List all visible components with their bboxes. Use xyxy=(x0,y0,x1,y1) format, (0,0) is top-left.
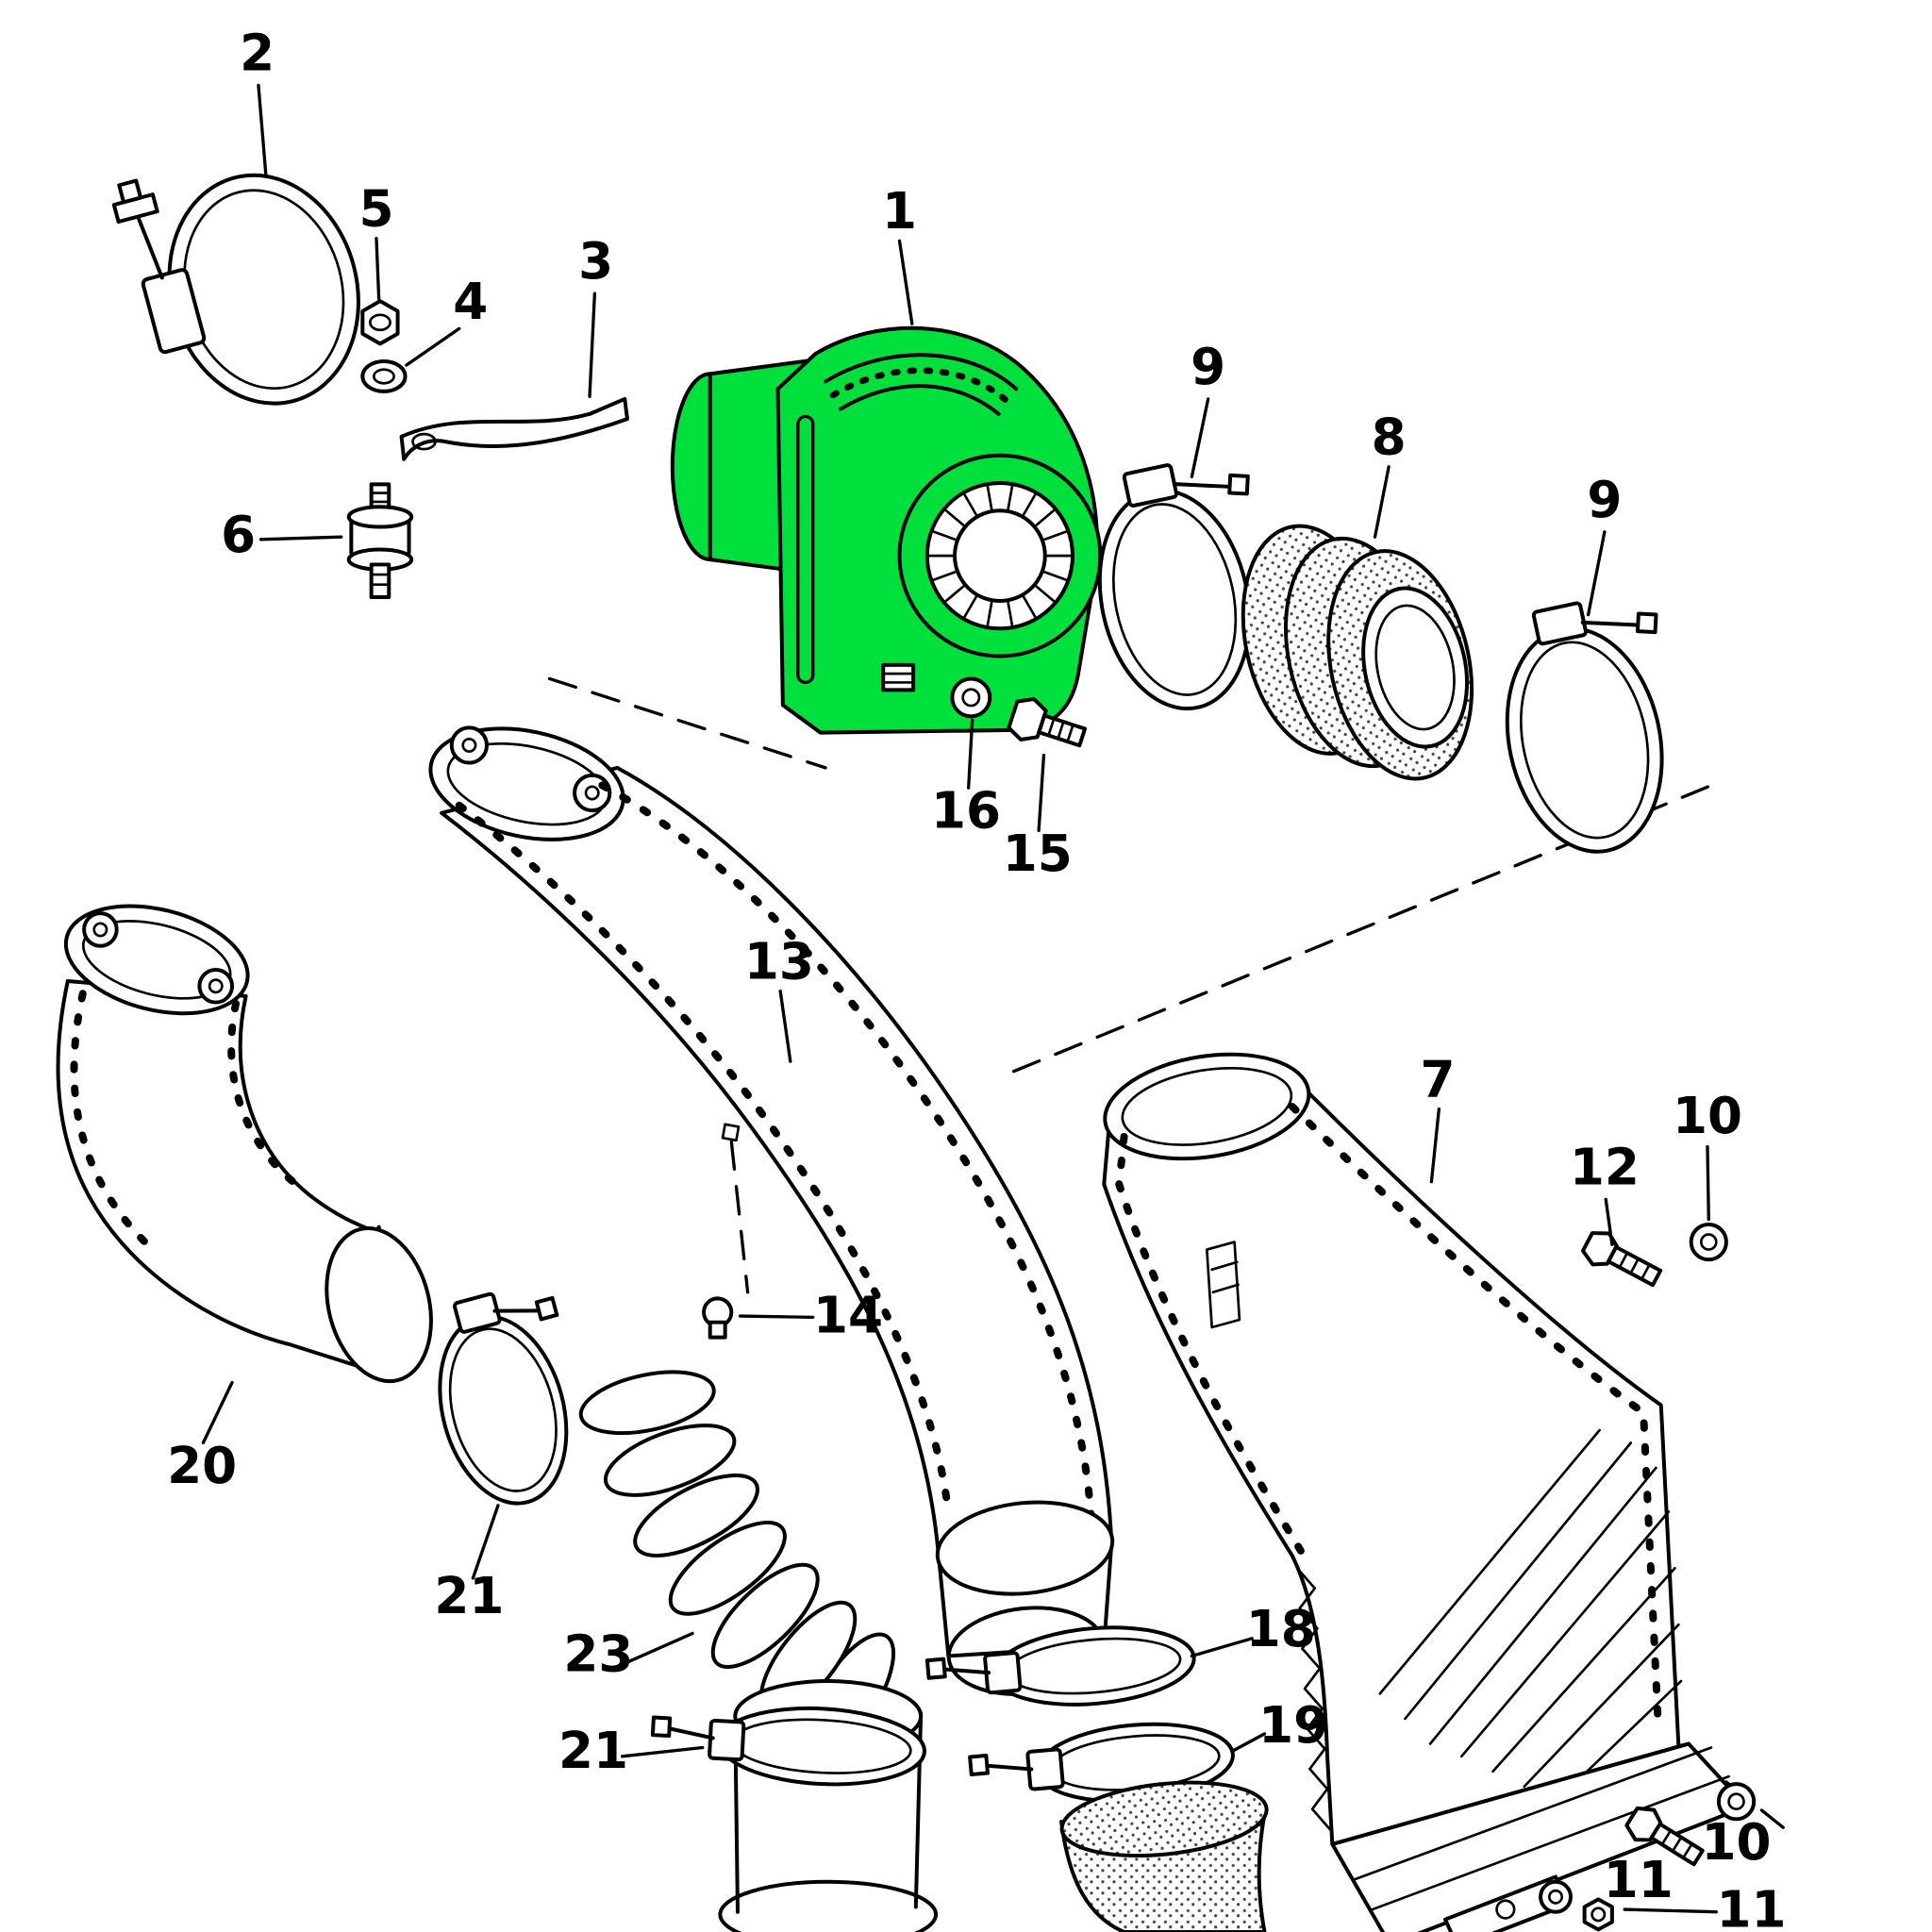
part-4-washer[interactable] xyxy=(360,326,461,393)
callout-9b[interactable]: 9 xyxy=(1587,471,1622,529)
blower-ridge-rivets xyxy=(829,367,1011,405)
assembly-dashed-line xyxy=(729,1140,750,1294)
callout-2[interactable]: 2 xyxy=(240,24,275,82)
part-12-screw[interactable] xyxy=(1579,1197,1664,1293)
part-9-hose-clamp-2[interactable] xyxy=(1483,530,1702,866)
callout-5[interactable]: 5 xyxy=(358,179,393,238)
part-20-air-tube[interactable] xyxy=(55,889,446,1445)
part-5-nut[interactable] xyxy=(360,237,400,346)
callout-21b[interactable]: 21 xyxy=(558,1722,628,1780)
part-14-clip[interactable] xyxy=(702,1296,815,1340)
callout-23[interactable]: 23 xyxy=(563,1624,633,1683)
blower-top-ridge-inner xyxy=(839,384,1001,416)
callout-20[interactable]: 20 xyxy=(167,1437,237,1495)
part-11-screw-2[interactable] xyxy=(1539,1879,1718,1932)
callout-19[interactable]: 19 xyxy=(1258,1696,1328,1755)
part-11-screw-1[interactable] xyxy=(1623,1802,1707,1873)
callout-3[interactable]: 3 xyxy=(578,232,613,291)
callout-10a[interactable]: 10 xyxy=(1673,1087,1742,1145)
hose-stub xyxy=(1059,1780,1269,1932)
blower-outlet-hub xyxy=(953,508,1047,604)
callout-7[interactable]: 7 xyxy=(1421,1050,1456,1108)
callout-11b[interactable]: 11 xyxy=(1716,1881,1786,1932)
part-2-hose-clamp[interactable] xyxy=(109,83,383,432)
part-21-hose-clamp-1[interactable] xyxy=(415,1278,602,1580)
blower-outlet-hatching xyxy=(925,482,1074,629)
callout-18[interactable]: 18 xyxy=(1246,1600,1316,1658)
part-16-washer[interactable] xyxy=(950,676,992,790)
part-21-hose-clamp-2[interactable] xyxy=(620,1700,926,1790)
callout-21a[interactable]: 21 xyxy=(434,1567,504,1625)
callout-6[interactable]: 6 xyxy=(221,506,256,564)
callout-1[interactable]: 1 xyxy=(882,182,917,241)
part-7-air-duct[interactable] xyxy=(1097,1041,1749,1932)
part-3-retaining-strap[interactable] xyxy=(399,291,629,461)
part-1-blower-housing[interactable] xyxy=(670,239,1103,735)
callout-14[interactable]: 14 xyxy=(813,1286,883,1344)
callout-12[interactable]: 12 xyxy=(1570,1138,1640,1196)
blower-side-slot xyxy=(796,414,815,685)
blower-top-ridge xyxy=(824,353,1019,391)
callout-9a[interactable]: 9 xyxy=(1191,338,1225,396)
assembly-marker xyxy=(721,1123,741,1142)
part-8-connecting-hose[interactable] xyxy=(1224,465,1491,792)
callout-8[interactable]: 8 xyxy=(1372,408,1407,466)
callout-16[interactable]: 16 xyxy=(931,782,1001,841)
callout-13[interactable]: 13 xyxy=(744,932,814,991)
part-10-washer-1[interactable] xyxy=(1689,1144,1728,1262)
part-18-hose-clamp[interactable] xyxy=(924,1620,1254,1718)
part-15-bolt[interactable] xyxy=(1007,694,1089,833)
part-9-hose-clamp-1[interactable] xyxy=(1075,397,1292,723)
leader-1 xyxy=(897,239,914,325)
part-6-rubber-mounting[interactable] xyxy=(258,482,414,600)
callout-4[interactable]: 4 xyxy=(453,273,488,331)
callout-11a[interactable]: 11 xyxy=(1604,1851,1674,1909)
callout-10b[interactable]: 10 xyxy=(1702,1813,1772,1872)
blower-fitting xyxy=(881,662,916,692)
part-13-air-duct[interactable] xyxy=(420,712,1117,1702)
part-10-washer-2[interactable] xyxy=(1716,1782,1757,1822)
callout-15[interactable]: 15 xyxy=(1003,824,1073,883)
assembly-dashed-line xyxy=(547,676,827,770)
